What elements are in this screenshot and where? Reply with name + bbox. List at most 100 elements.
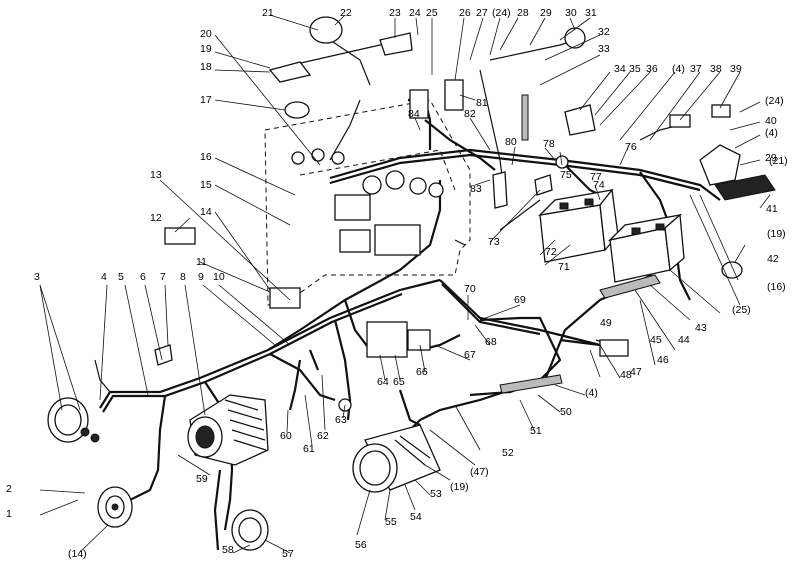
callout-label: 44 [678,334,690,346]
callout-label: (4) [672,63,685,75]
callout-label: 29 [765,152,777,164]
callout-label: 76 [625,141,637,153]
callout-label: 56 [355,539,367,551]
callout-label: (21) [769,155,788,167]
callout-label: 64 [377,376,389,388]
callout-label: 17 [200,94,212,106]
callout-label: 27 [476,7,488,19]
callout-label: 21 [262,7,274,19]
callout-label: 20 [200,28,212,40]
callout-label: 25 [426,7,438,19]
callout-label: 11 [196,256,207,268]
callout-label: 75 [560,169,572,181]
callout-label: 34 [614,63,626,75]
callout-label: 69 [514,294,526,306]
callout-label: 67 [464,349,476,361]
callout-label: 54 [410,511,422,523]
callout-label: 61 [303,443,315,455]
callout-label: 65 [393,376,405,388]
callout-label: 63 [335,414,347,426]
callout-label: 32 [598,26,610,38]
callout-label: 40 [765,115,777,127]
callout-label: 29 [540,7,552,19]
callout-label: 39 [730,63,742,75]
callout-label: 8 [180,271,186,283]
callout-label: 14 [200,206,212,218]
callout-label: 43 [695,322,707,334]
instrument-cluster [291,148,444,256]
callout-label: 70 [464,283,476,295]
callout-label: 77 [590,171,602,183]
callout-label: (25) [732,304,751,316]
callout-label: 38 [710,63,722,75]
callout-label: 24 [409,7,421,19]
callout-label: 45 [650,334,662,346]
callout-label: 16 [200,151,212,163]
callout-label: (14) [68,548,87,560]
callout-label: 7 [160,271,166,283]
callout-label: 19 [200,43,212,55]
callout-label: 81 [476,97,488,109]
callout-label: 13 [150,169,162,181]
callout-label: 23 [389,7,401,19]
callout-label: (24) [492,7,511,19]
callout-label: 9 [198,271,204,283]
starter-motor [352,424,441,493]
generator [187,394,269,466]
callout-label: 73 [488,236,500,248]
callout-label: 37 [690,63,702,75]
battery-pair [538,188,685,283]
callout-label: (47) [470,466,489,478]
callout-label: 22 [340,7,352,19]
callout-label: 10 [213,271,225,283]
callout-label: 83 [470,183,482,195]
callout-label: 51 [530,425,542,437]
callout-label: 59 [196,473,208,485]
callout-label: 42 [767,253,779,265]
callout-label: 82 [464,108,476,120]
callout-label: 68 [485,336,497,348]
callout-label: (4) [765,127,778,139]
callout-label: 66 [416,366,428,378]
leader-lines [39,14,771,554]
callout-label: 4 [101,271,107,283]
callout-label: 30 [565,7,577,19]
callout-label: 85 [0,0,12,3]
callout-label: (19) [767,228,786,240]
callout-label: 72 [545,246,557,258]
callout-label: 53 [430,488,442,500]
callout-label: 52 [502,447,514,459]
callout-label: 50 [560,406,572,418]
callout-label: 62 [317,430,329,442]
callout-label: 71 [558,261,570,273]
callout-label: 3 [34,271,40,283]
callout-label: 74 [593,179,605,191]
callout-label: 46 [657,354,669,366]
callout-label: 18 [200,61,212,73]
callout-label: 58 [222,544,234,556]
callout-label: 49 [600,317,612,329]
callout-label: 47 [630,366,642,378]
callout-label: (4) [585,387,598,399]
callout-label: 31 [585,7,597,19]
rear-lamp [231,509,269,551]
callout-label: 6 [140,271,146,283]
callout-label: 78 [543,138,555,150]
callout-label: 84 [408,108,420,120]
callout-label: 1 [6,508,12,520]
callout-label: (16) [767,281,786,293]
callout-label: 48 [620,369,632,381]
callout-label: 57 [282,548,294,560]
callout-label: (24) [765,95,784,107]
horn [97,486,133,528]
callout-label: 2 [6,483,12,495]
callout-label: 15 [200,179,212,191]
callout-label: 60 [280,430,292,442]
callout-label: 55 [385,516,397,528]
callout-label: 28 [517,7,529,19]
callout-label: (19) [450,481,469,493]
headlamp-left [47,397,100,443]
